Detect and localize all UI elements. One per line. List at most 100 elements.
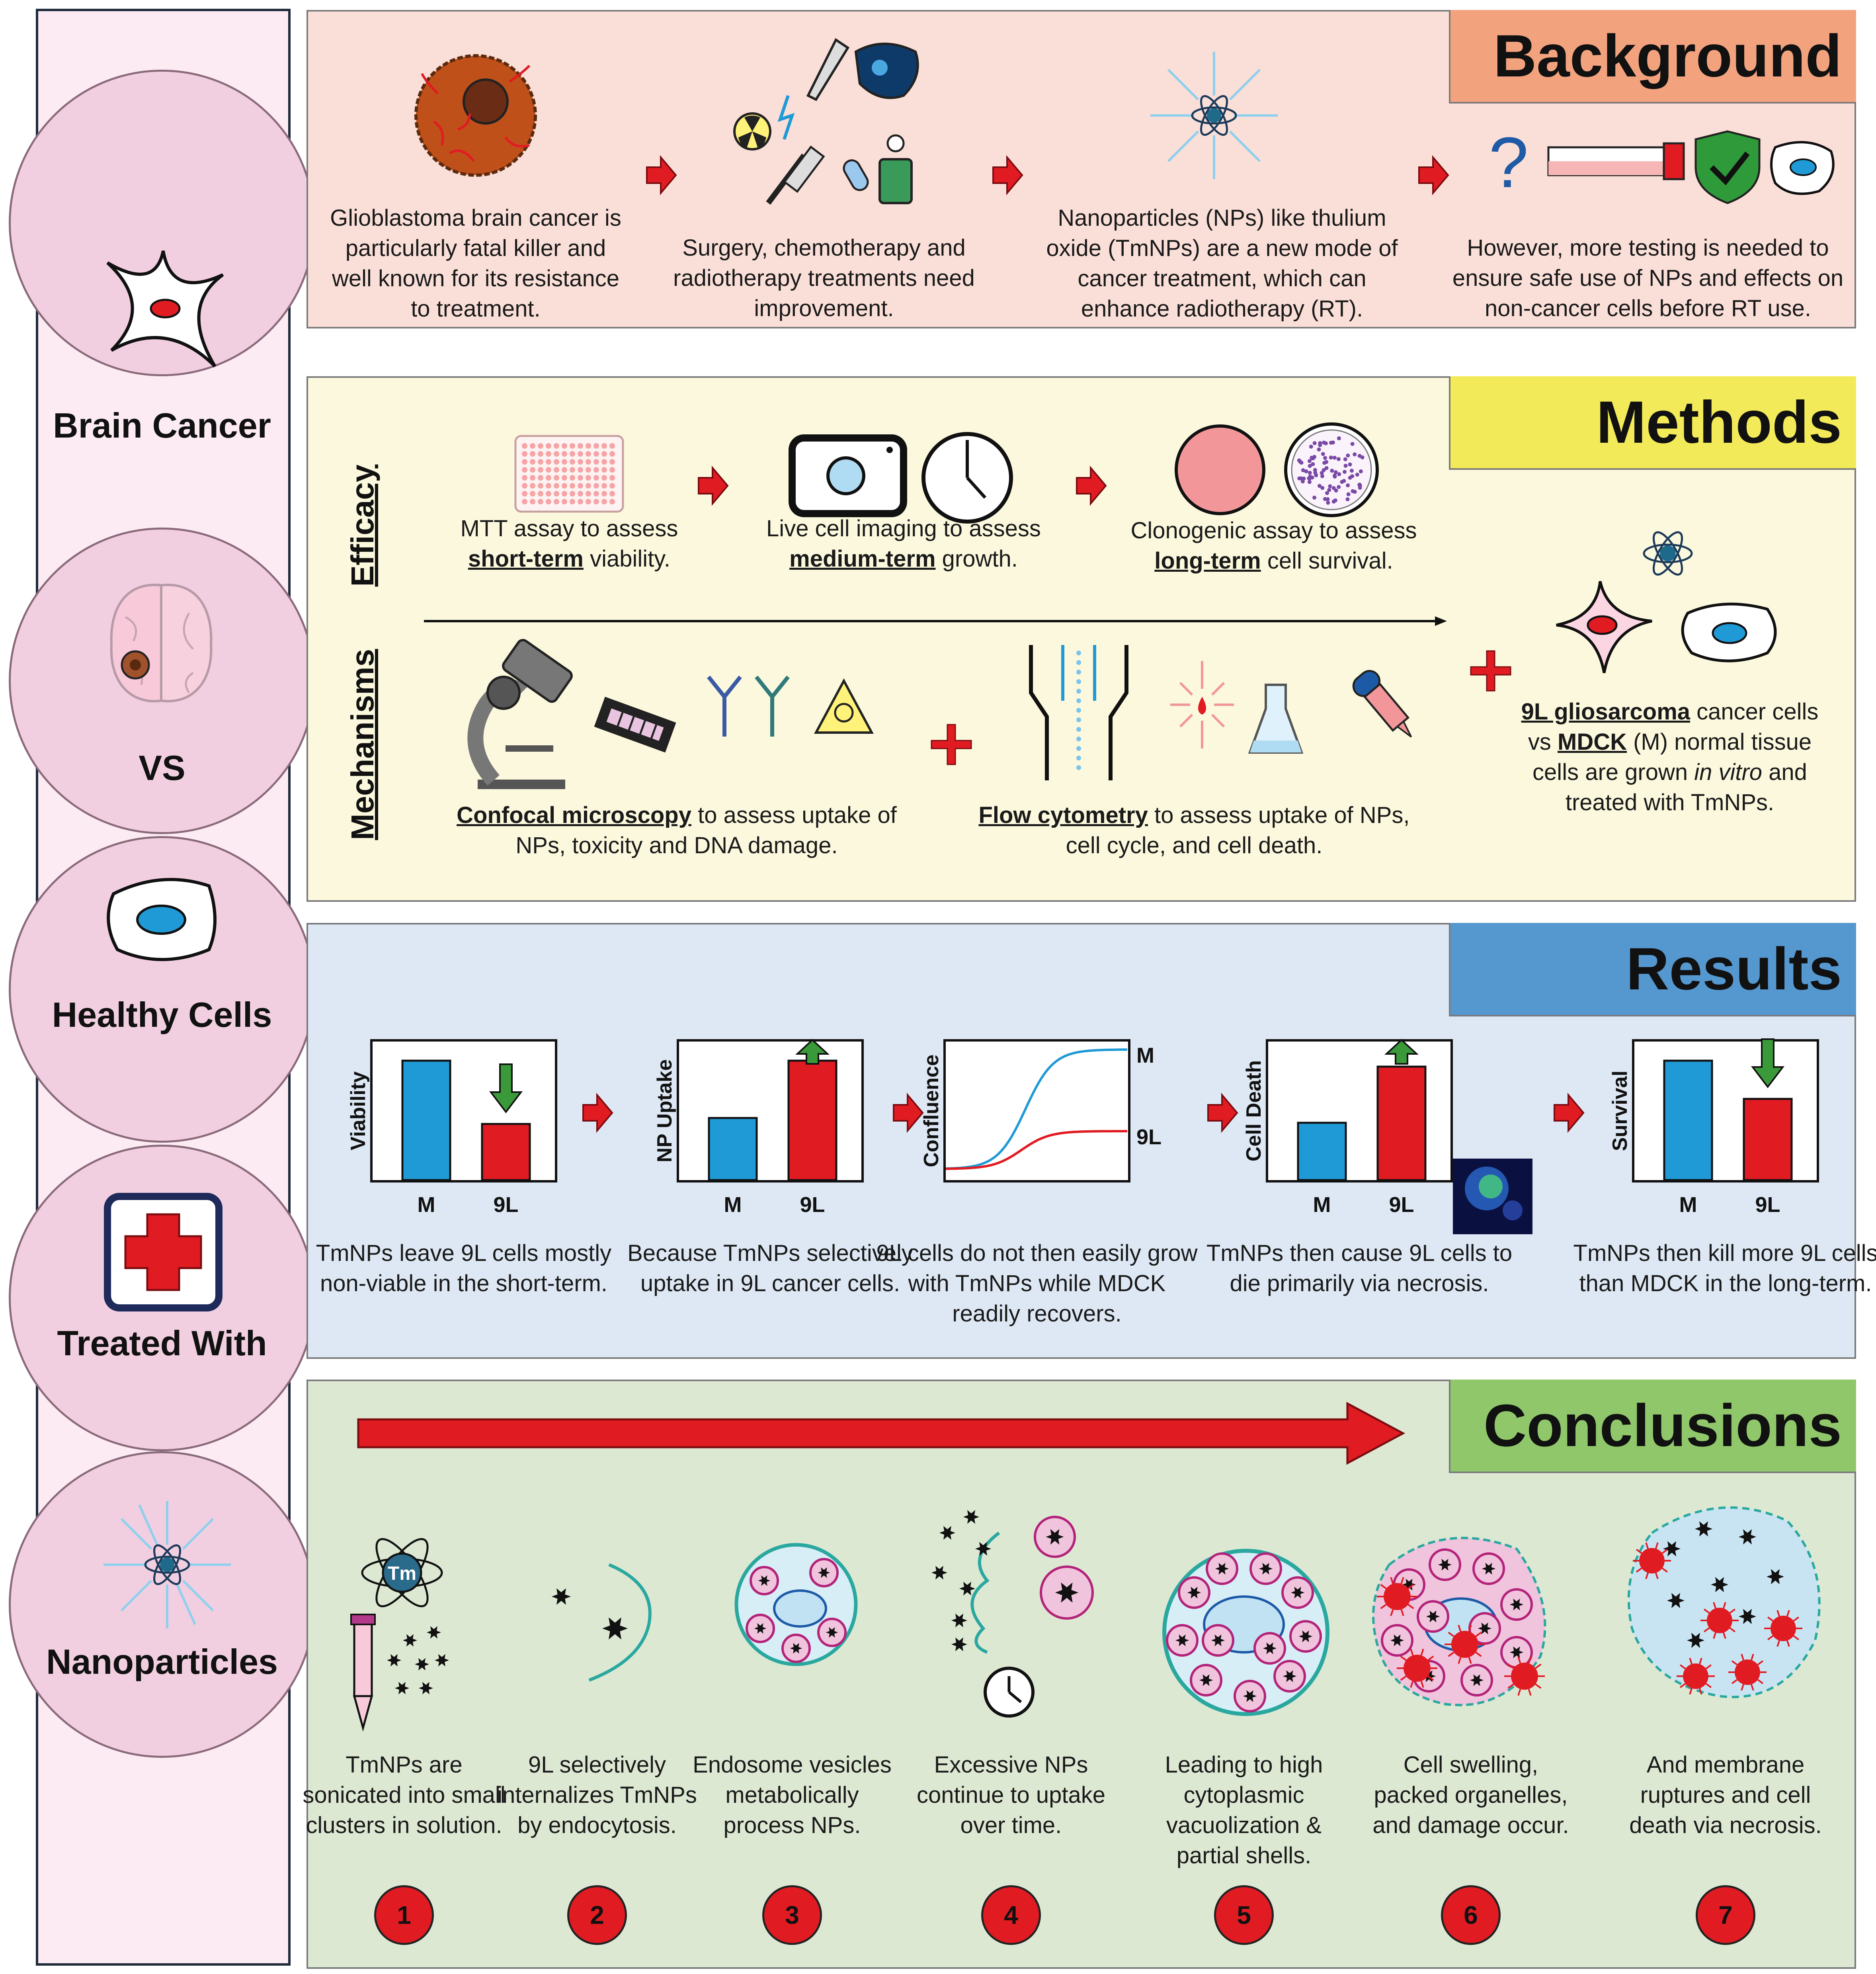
chart-4-bar-9L: [1376, 1065, 1427, 1181]
chart-1-xtick-2: 9L: [493, 1193, 519, 1217]
plus-icon-1: [931, 724, 972, 765]
mechanisms-label: Mechanisms: [345, 649, 380, 840]
chart-2-bar-M: [708, 1117, 758, 1181]
step-7-number-badge: 7: [1696, 1885, 1755, 1945]
chart-4-caption: TmNPs then cause 9L cells to die primari…: [1206, 1240, 1513, 1296]
chart-3-series-M: [945, 1048, 1127, 1170]
chart-2-bar-9L: [787, 1059, 837, 1181]
treatment-tools-icon: [733, 38, 919, 205]
background-caption-3: Nanoparticles (NPs) like thulium oxide (…: [1046, 205, 1398, 322]
svg-text:?: ?: [1489, 123, 1529, 203]
step-4-icon: [931, 1510, 1094, 1718]
chart-2-arrow-up: [795, 1039, 830, 1065]
well-plate-icon: [514, 435, 624, 513]
chart-5-xtick-2: 9L: [1755, 1193, 1780, 1217]
chart-2-xtick-2: 9L: [800, 1193, 825, 1217]
brain-icon: [110, 584, 213, 703]
sidebar-circle-healthy-cells: [9, 836, 315, 1143]
chart-1-ylabel: Viability: [347, 1071, 370, 1151]
chart-1-xtick-1: M: [417, 1193, 435, 1217]
chart-4-xtick-2: 9L: [1389, 1193, 1414, 1217]
step-1-number-badge: 1: [374, 1885, 434, 1945]
glioblastoma-cell-icon: [414, 54, 537, 177]
methods-efficacy-2-pre: Live cell imaging to assess: [766, 516, 1041, 541]
methods-cells-caption: 9L gliosarcoma cancer cells vs MDCK (M) …: [1513, 697, 1827, 818]
background-caption-1: Glioblastoma brain cancer is particularl…: [330, 205, 621, 322]
cancer-cell-icon: [106, 250, 224, 367]
chart-5-arrow-down: [1751, 1038, 1785, 1089]
step-6-icon: [1372, 1536, 1546, 1706]
chart-3-series-label-2: 9L: [1136, 1125, 1162, 1149]
methods-timeline-arrow: [424, 616, 1447, 626]
methods-mechanisms-2-post: to assess uptake of NPs, cell cycle, and…: [1066, 802, 1410, 858]
chart-3-caption: 9L cells do not then easily grow with Tm…: [876, 1240, 1198, 1327]
step-3-caption: Endosome vesicles metabolically process …: [693, 1752, 892, 1838]
healthy-cell-icon: [107, 878, 217, 961]
chart-1-bar-9L: [481, 1123, 531, 1181]
cells-text-2: (M) normal tissue cells are grown: [1532, 729, 1812, 785]
methods-mechanisms-caption-1: Confocal microscopy to assess uptake of …: [446, 800, 908, 861]
arrow-3: [1418, 155, 1449, 195]
methods-efficacy-1-pre: MTT assay to assess: [460, 516, 678, 541]
results-arrow-4: [1554, 1093, 1585, 1133]
confocal-image-thumbnail: [1453, 1159, 1532, 1234]
chart-5-plot: [1663, 1038, 1793, 1181]
chart-5-bar-9L: [1743, 1098, 1793, 1181]
step-4-caption: Excessive NPs continue to uptake over ti…: [916, 1752, 1106, 1838]
step-6-number-badge: 6: [1441, 1885, 1501, 1945]
methods-mechanisms-caption-2: Flow cytometry to assess uptake of NPs, …: [971, 800, 1417, 861]
step-1-icon: Tm: [350, 1538, 449, 1732]
step-5-caption: Leading to high cytoplasmic vacuolizatio…: [1165, 1752, 1323, 1868]
methods-efficacy-1-bold: short-term: [468, 546, 584, 572]
chart-3-series-9L: [945, 1130, 1128, 1170]
chart-3-series-label-1: M: [1136, 1044, 1154, 1067]
nanoparticle-icon: [103, 1501, 231, 1628]
chart-1-arrow-down: [489, 1063, 523, 1114]
sidebar-label-brain-cancer: Brain Cancer: [53, 406, 271, 445]
background-caption-4: However, more testing is needed to ensur…: [1452, 235, 1844, 321]
results-arrow-3: [1207, 1093, 1238, 1133]
chart-1-plot: [401, 1059, 531, 1181]
step-3-number-badge: 3: [762, 1885, 822, 1945]
cells-bold-mdck: MDCK: [1558, 729, 1627, 755]
methods-header: Methods: [1449, 376, 1856, 470]
step-7-caption: And membrane ruptures and cell death via…: [1629, 1752, 1822, 1838]
methods-efficacy-2-post: growth.: [935, 546, 1018, 572]
cells-bold-9l: 9L gliosarcoma: [1521, 699, 1691, 725]
results-header: Results: [1449, 923, 1856, 1016]
methods-efficacy-3-post: cell survival.: [1261, 548, 1393, 574]
cells-text-1: cancer cells vs: [1528, 699, 1819, 755]
methods-efficacy-caption-1: MTT assay to assess short-term viability…: [434, 514, 705, 574]
sidebar-label-treated-with: Treated With: [57, 1323, 267, 1363]
arrow-2: [992, 155, 1023, 195]
step-5-number-badge: 5: [1214, 1885, 1274, 1945]
methods-arrow-1: [698, 465, 729, 506]
flow-cytometry-icon: [1029, 645, 1412, 780]
tm-label: Tm: [388, 1563, 416, 1584]
cell-comparison-icon: [1556, 531, 1777, 673]
medical-cross-icon: [104, 1193, 223, 1311]
chart-4-ylabel: Cell Death: [1242, 1060, 1265, 1162]
chart-4-arrow-up: [1384, 1039, 1419, 1065]
results-arrow-2: [893, 1093, 924, 1133]
methods-efficacy-3-pre: Clonogenic assay to assess: [1130, 518, 1417, 543]
chart-1-bar-M: [401, 1059, 451, 1181]
step-4-number-badge: 4: [981, 1885, 1041, 1945]
step-2-number-badge: 2: [567, 1885, 627, 1945]
chart-2-caption: Because TmNPs selectively uptake in 9L c…: [627, 1240, 913, 1296]
step-2-icon: [552, 1563, 652, 1682]
chart-5-xtick-1: M: [1679, 1193, 1697, 1217]
conclusions-header: Conclusions: [1449, 1380, 1856, 1473]
chart-5-caption: TmNPs then kill more 9L cells than MDCK …: [1573, 1240, 1876, 1296]
methods-arrow-2: [1076, 465, 1107, 506]
methods-mechanisms-1-post: to assess uptake of NPs, toxicity and DN…: [515, 802, 897, 858]
step-3-icon: [734, 1543, 858, 1666]
sidebar-label-vs: VS: [139, 748, 185, 788]
conclusions-panel: [306, 1380, 1856, 1969]
conclusions-big-arrow: [357, 1401, 1406, 1465]
step-7-icon: [1627, 1506, 1821, 1698]
cells-text-3: and treated with TmNPs.: [1565, 759, 1807, 815]
methods-mechanisms-2-bold: Flow cytometry: [978, 802, 1148, 828]
methods-efficacy-2-bold: medium-term: [789, 546, 936, 572]
methods-efficacy-caption-2: Live cell imaging to assess medium-term …: [748, 514, 1059, 574]
